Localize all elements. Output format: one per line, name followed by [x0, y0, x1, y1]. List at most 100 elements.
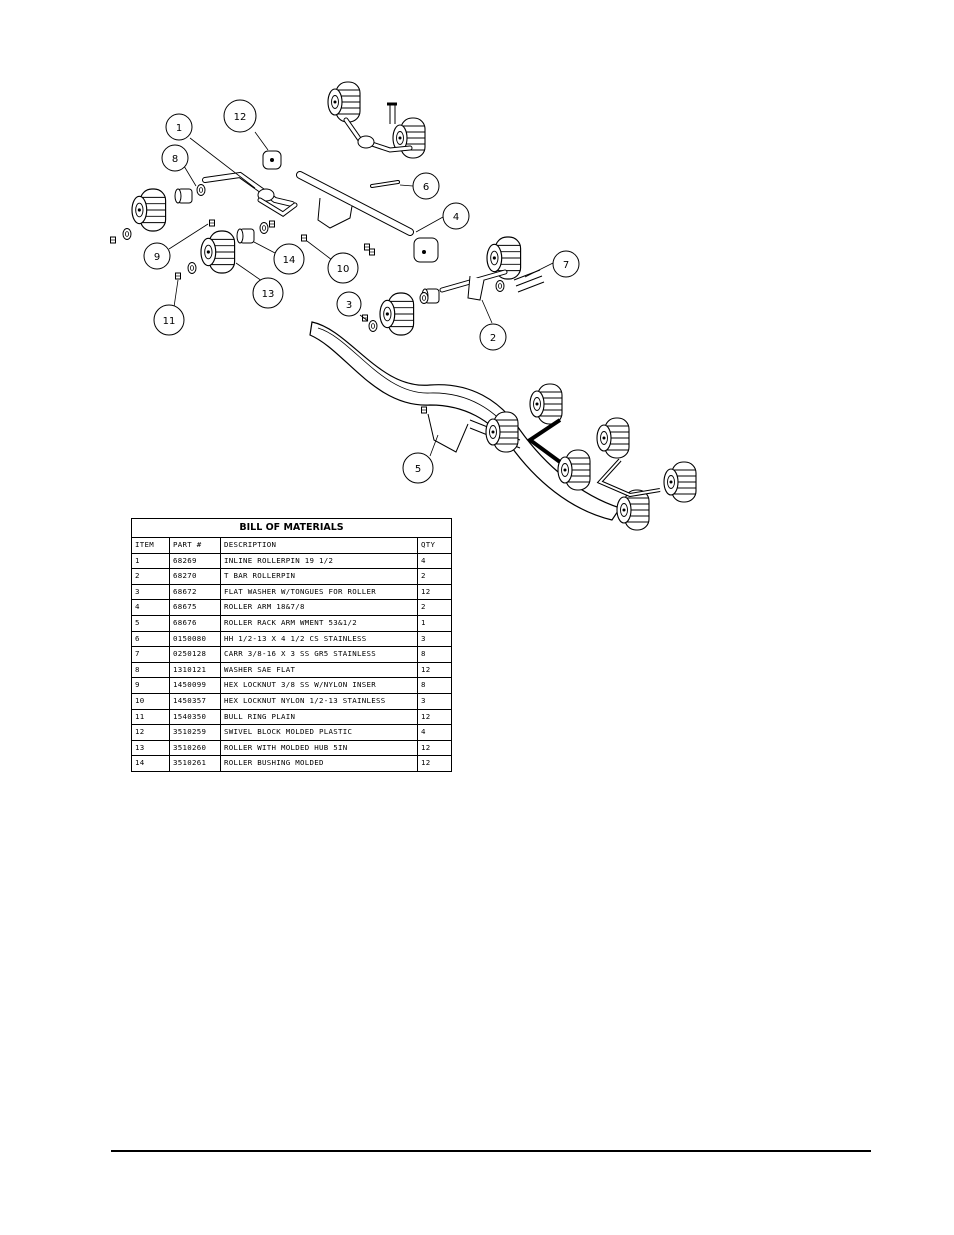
cell-item: 1: [131, 552, 170, 570]
bom-title: BILL OF MATERIALS: [130, 518, 453, 538]
cell-part: 1540350: [169, 708, 221, 726]
cell-part: 68269: [169, 552, 221, 570]
cell-part: 68270: [169, 568, 221, 585]
cell-part: 3510259: [169, 724, 221, 741]
cell-part: 68672: [169, 583, 221, 601]
cell-item: 13: [131, 739, 170, 757]
cell-item: 8: [131, 661, 170, 679]
cell-part: 3510260: [169, 739, 221, 757]
cell-description: BULL RING PLAIN: [220, 708, 418, 726]
cell-item: 2: [131, 568, 170, 585]
svg-text:4: 4: [453, 212, 459, 223]
callout-7: 7: [552, 250, 580, 278]
roller-arm: [296, 171, 439, 263]
cell-description: FLAT WASHER W/TONGUES FOR ROLLER: [220, 583, 418, 601]
svg-text:7: 7: [563, 260, 569, 271]
svg-text:13: 13: [262, 289, 275, 300]
footer-rule: [111, 1150, 871, 1152]
bom-header-row: ITEM PART # DESCRIPTION QTY: [131, 537, 453, 554]
callout-2: 2: [479, 323, 507, 351]
cell-part: 1450099: [169, 677, 221, 694]
cell-item: 7: [131, 646, 170, 663]
cell-item: 10: [131, 692, 170, 710]
cell-item: 4: [131, 599, 170, 616]
callout-6: 6: [412, 172, 440, 200]
cell-description: T BAR ROLLERPIN: [220, 568, 418, 585]
svg-text:10: 10: [337, 264, 350, 275]
cell-part: 1310121: [169, 661, 221, 679]
cell-item: 9: [131, 677, 170, 694]
cell-qty: 12: [416, 708, 453, 726]
svg-text:5: 5: [415, 464, 421, 475]
bom-title-row: BILL OF MATERIALS: [130, 518, 453, 538]
cell-qty: 12: [416, 755, 453, 772]
cell-qty: 1: [416, 614, 453, 632]
cell-description: ROLLER WITH MOLDED HUB 5IN: [220, 739, 418, 757]
cell-description: HEX LOCKNUT NYLON 1/2-13 STAINLESS: [220, 692, 418, 710]
cell-item: 12: [131, 724, 170, 741]
cell-qty: 12: [416, 661, 453, 679]
upper-left-assembly: [110, 150, 298, 280]
callout-9: 9: [143, 242, 171, 270]
callout-10: 10: [327, 252, 359, 284]
cell-description: INLINE ROLLERPIN 19 1/2: [220, 552, 418, 570]
cell-description: HEX LOCKNUT 3/8 SS W/NYLON INSER: [220, 677, 418, 694]
callout-14: 14: [273, 243, 305, 275]
cell-description: HH 1/2-13 X 4 1/2 CS STAINLESS: [220, 630, 418, 648]
cell-description: ROLLER RACK ARM WMENT 53&1/2: [220, 614, 418, 632]
cell-description: SWIVEL BLOCK MOLDED PLASTIC: [220, 724, 418, 741]
cell-item: 3: [131, 583, 170, 601]
cell-part: 0250128: [169, 646, 221, 663]
right-tbar-assembly: [362, 236, 545, 336]
callout-11: 11: [153, 304, 185, 336]
svg-text:3: 3: [346, 300, 352, 311]
cell-qty: 3: [416, 692, 453, 710]
callout-5: 5: [402, 452, 434, 484]
cell-qty: 8: [416, 677, 453, 694]
cell-qty: 8: [416, 646, 453, 663]
bill-of-materials-table: BILL OF MATERIALS ITEM PART # DESCRIPTIO…: [130, 518, 453, 772]
cell-part: 68675: [169, 599, 221, 616]
cell-part: 0150080: [169, 630, 221, 648]
svg-text:2: 2: [490, 333, 496, 344]
cell-qty: 2: [416, 568, 453, 585]
callout-1: 1: [165, 113, 193, 141]
cell-item: 11: [131, 708, 170, 726]
svg-text:9: 9: [154, 252, 160, 263]
callout-13: 13: [252, 277, 284, 309]
header-qty: QTY: [416, 537, 453, 554]
cell-item: 14: [131, 755, 170, 772]
svg-text:11: 11: [163, 316, 176, 327]
header-description: DESCRIPTION: [220, 537, 418, 554]
cell-description: ROLLER BUSHING MOLDED: [220, 755, 418, 772]
svg-text:14: 14: [283, 255, 296, 266]
callout-3: 3: [336, 291, 362, 317]
cell-qty: 2: [416, 599, 453, 616]
header-part-number: PART #: [169, 537, 221, 554]
cell-qty: 4: [416, 552, 453, 570]
cell-description: ROLLER ARM 18&7/8: [220, 599, 418, 616]
top-tbar-assembly: [327, 81, 426, 159]
svg-text:1: 1: [176, 123, 182, 134]
cell-item: 6: [131, 630, 170, 648]
cell-qty: 3: [416, 630, 453, 648]
header-item: ITEM: [131, 537, 170, 554]
cell-part: 3510261: [169, 755, 221, 772]
cell-part: 68676: [169, 614, 221, 632]
svg-text:8: 8: [172, 154, 178, 165]
callout-4: 4: [442, 202, 470, 230]
cell-description: CARR 3/8-16 X 3 SS GR5 STAINLESS: [220, 646, 418, 663]
cell-qty: 12: [416, 583, 453, 601]
callout-12: 12: [223, 99, 257, 133]
